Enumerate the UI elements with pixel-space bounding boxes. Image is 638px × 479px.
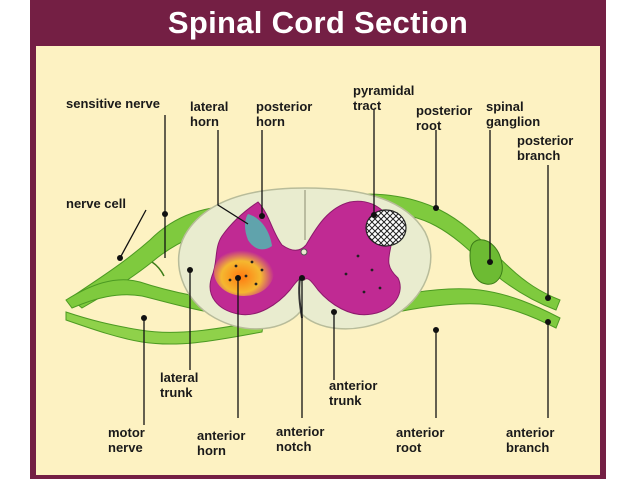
page-title: Spinal Cord Section xyxy=(167,5,469,40)
label-sensitive-nerve: sensitive nerve xyxy=(66,96,160,111)
label-nerve-cell: nerve cell xyxy=(66,196,126,211)
leader-dots xyxy=(117,205,551,333)
leader-lines xyxy=(119,110,549,425)
spinal-cord xyxy=(177,187,432,330)
